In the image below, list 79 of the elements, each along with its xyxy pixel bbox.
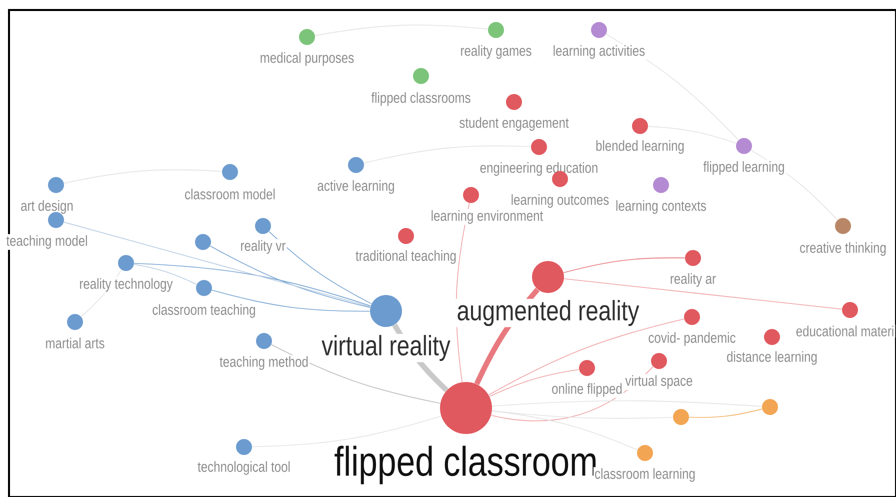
node-label: active learning	[318, 180, 394, 194]
keyword-node: creative thinking	[798, 218, 888, 257]
link-line	[364, 145, 532, 164]
node-label: reality vr	[241, 240, 286, 254]
keyword-node: traditional teaching	[354, 228, 458, 265]
keyword-node: active learning	[316, 157, 396, 195]
keyword-node: flipped classrooms	[370, 68, 472, 107]
keyword-node: virtual space	[624, 353, 694, 390]
node-label: technological tool	[198, 461, 290, 475]
link-line	[492, 400, 762, 407]
keyword-node: technological tool	[196, 439, 292, 476]
link-line	[212, 290, 370, 312]
node-label: augmented reality	[458, 300, 640, 326]
node-label: blended learning	[596, 140, 684, 154]
keyword-node: augmented reality	[456, 261, 640, 328]
node-label: teaching model	[6, 235, 87, 249]
keyword-node: reality technology	[78, 255, 174, 293]
keyword-node: art design	[20, 177, 74, 215]
link-line	[210, 246, 371, 308]
link-line	[492, 410, 638, 450]
link-line	[268, 231, 372, 304]
node-label: teaching method	[220, 356, 308, 370]
node-label: classroom model	[185, 188, 275, 200]
link-line	[271, 344, 441, 404]
node-label: reality games	[461, 45, 532, 59]
node-label: covid- pandemic	[648, 332, 736, 346]
node-label: classroom teaching	[152, 304, 256, 318]
node-label: flipped classroom	[334, 446, 596, 484]
node-label: creative thinking	[800, 242, 886, 256]
link-line	[688, 408, 762, 418]
link-line	[64, 169, 222, 184]
keyword-node: reality games	[459, 22, 533, 60]
node-label: reality technology	[80, 278, 173, 292]
node-label: learning activities	[554, 45, 645, 59]
node-label: medical purposes	[260, 52, 354, 66]
link-line	[64, 222, 371, 308]
link-line	[564, 278, 842, 310]
node-label: online flipped	[552, 383, 622, 397]
keyword-node: flipped learning	[702, 138, 786, 176]
link-line	[563, 257, 686, 274]
keyword-node: educational materi	[794, 302, 896, 338]
keyword-node	[195, 234, 211, 250]
keyword-node	[673, 409, 689, 425]
node-label: traditional teaching	[356, 250, 456, 264]
keyword-node: blended learning	[594, 118, 686, 155]
keyword-node: medical purposes	[258, 29, 356, 67]
link-line	[134, 264, 197, 285]
node-label: educational materi	[796, 326, 894, 336]
node-label: learning environment	[432, 210, 544, 224]
node-label: flipped learning	[703, 161, 784, 175]
node-label: virtual space	[625, 375, 692, 389]
keyword-node: learning activities	[552, 22, 646, 60]
keyword-node	[762, 399, 778, 415]
keyword-node: reality vr	[239, 218, 287, 255]
keyword-node: teaching method	[218, 333, 310, 371]
node-label: martial arts	[46, 338, 104, 348]
node-label: virtual reality	[322, 334, 450, 362]
keyword-node: virtual reality	[320, 295, 452, 362]
node-label: reality ar	[670, 273, 716, 287]
node-label: flipped classrooms	[371, 92, 470, 106]
link-line	[314, 24, 488, 36]
keyword-node: classroom model	[184, 164, 277, 200]
keyword-node: martial arts	[44, 314, 106, 350]
node-label: art design	[21, 200, 73, 214]
node-label: learning contexts	[616, 200, 706, 214]
link-line	[252, 416, 442, 448]
link-line	[134, 262, 371, 306]
node-label: engineering education	[480, 162, 598, 176]
keyword-node: learning contexts	[614, 177, 708, 215]
link-line	[492, 410, 674, 419]
node-label: student engagement	[460, 117, 569, 131]
link-line	[648, 126, 737, 144]
keyword-node: reality ar	[668, 250, 718, 288]
keyword-node: covid- pandemic	[647, 309, 737, 347]
keyword-node: online flipped	[550, 360, 624, 398]
node-label: classroom learning	[595, 468, 695, 482]
node-label: distance learning	[727, 351, 817, 365]
link-line	[489, 369, 580, 397]
link-line	[488, 318, 684, 396]
